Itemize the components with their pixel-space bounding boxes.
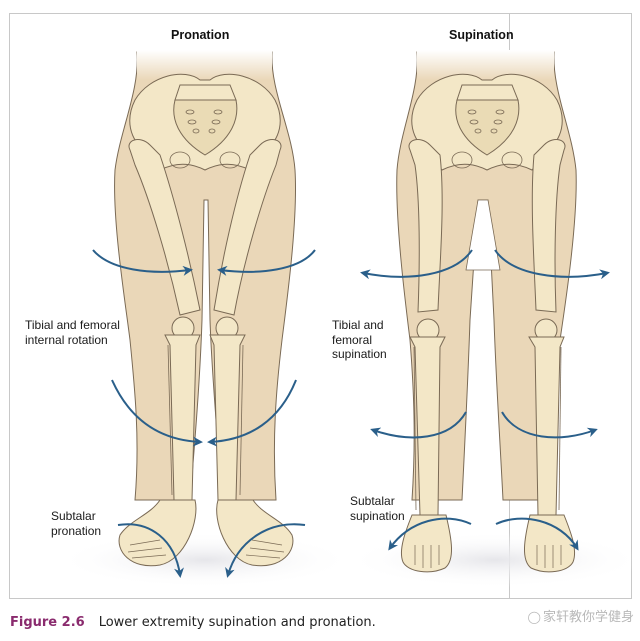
supination-figure [345, 50, 640, 588]
arrow-femur-outward-left [360, 249, 473, 280]
arrow-femur-inward-right [217, 249, 316, 276]
arrow-femur-inward-left [92, 249, 193, 276]
watermark-text: 家轩教你学健身 [542, 610, 634, 625]
arrow-foot-supination-right [495, 517, 579, 551]
figure-border [9, 13, 632, 599]
label-tibial-femoral-internal-rotation: Tibial and femoral internal rotation [25, 318, 120, 347]
arrow-femur-outward-right [494, 249, 610, 280]
panel-title-pronation: Pronation [171, 28, 230, 42]
arrow-tibia-outward-left [370, 411, 467, 439]
arrow-tibia-outward-right [501, 411, 598, 439]
figure-number: Figure 2.6 [10, 615, 85, 630]
arrow-foot-supination-left [388, 517, 472, 551]
label-subtalar-pronation: Subtalar pronation [51, 509, 102, 538]
arrow-tibia-inward-right [207, 379, 297, 447]
wechat-icon: ◯ [527, 610, 541, 624]
floor-shadow [55, 532, 355, 588]
arrow-foot-pronation-right [225, 523, 306, 578]
arrow-foot-pronation-left [117, 523, 184, 578]
figure-caption: Figure 2.6 Lower extremity supination and… [10, 615, 376, 630]
pronation-figure [55, 50, 355, 588]
label-subtalar-supination: Subtalar supination [350, 494, 405, 523]
label-tibial-femoral-supination: Tibial and femoral supination [332, 318, 387, 361]
figure-caption-text: Lower extremity supination and pronation… [98, 615, 376, 630]
arrow-tibia-inward-left [111, 379, 203, 447]
watermark: ◯家轩教你学健身 [528, 606, 634, 625]
panel-title-supination: Supination [449, 28, 514, 42]
